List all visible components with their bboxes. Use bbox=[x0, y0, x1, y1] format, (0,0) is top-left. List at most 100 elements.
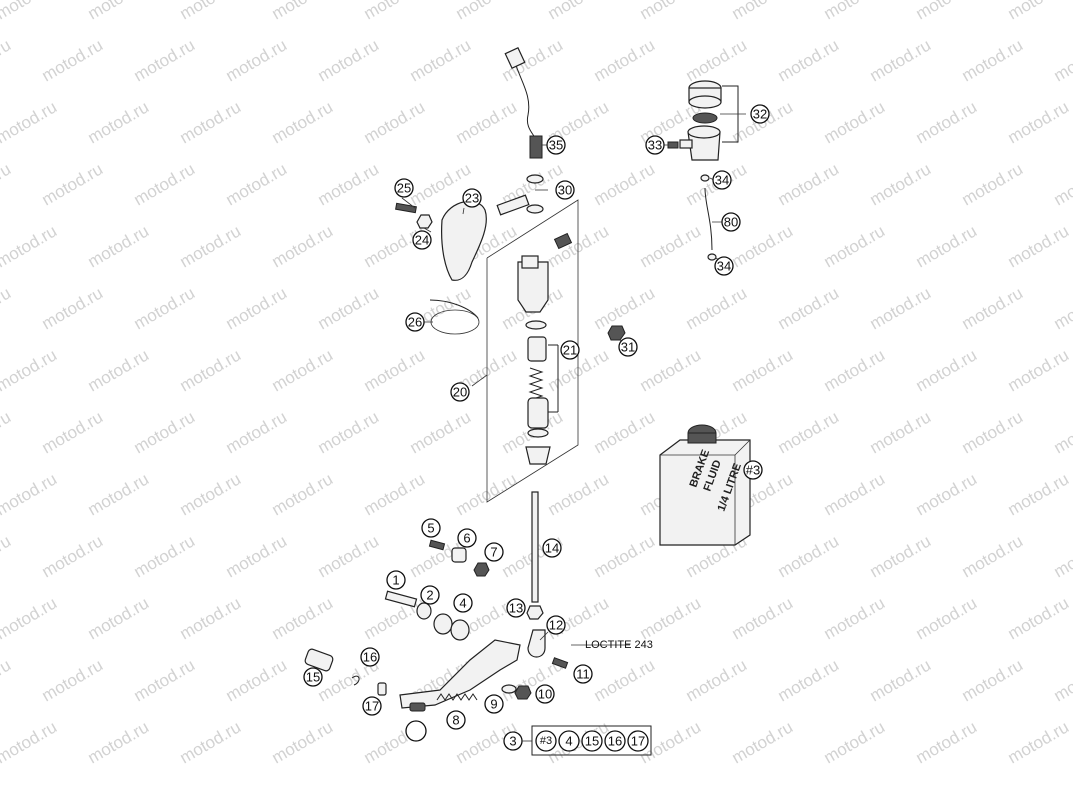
fluid-reservoir bbox=[679, 80, 722, 161]
kit-item-4[interactable]: 4 bbox=[558, 730, 580, 752]
callout-22[interactable]: 23 bbox=[462, 188, 482, 208]
callout-11[interactable]: 11 bbox=[573, 664, 593, 684]
callout-16[interactable]: 16 bbox=[360, 647, 380, 667]
kit-item-pedal[interactable]: #3 bbox=[535, 730, 557, 752]
piston-spring bbox=[528, 367, 544, 401]
callout-6[interactable]: 6 bbox=[457, 528, 477, 548]
hose-clamp-bottom bbox=[707, 253, 717, 261]
callout-25[interactable]: 26 bbox=[405, 312, 425, 332]
washer-9 bbox=[501, 684, 517, 694]
callout-17[interactable]: 17 bbox=[362, 696, 382, 716]
svg-text:6: 6 bbox=[463, 531, 470, 546]
piston bbox=[527, 397, 549, 429]
piston-sleeve bbox=[527, 336, 547, 362]
bolt-1 bbox=[384, 590, 418, 608]
brake-fluid-can: BRAKE FLUID 1/4 LITRE bbox=[659, 424, 751, 546]
svg-text:15: 15 bbox=[585, 734, 599, 749]
pedal-tip-15 bbox=[304, 648, 334, 672]
callout-30[interactable]: 30 bbox=[555, 180, 575, 200]
callout-13[interactable]: 13 bbox=[506, 598, 526, 618]
callout-31[interactable]: 35 bbox=[546, 135, 566, 155]
svg-text:35: 35 bbox=[549, 138, 563, 153]
svg-text:#3: #3 bbox=[746, 463, 760, 478]
brake-light-switch bbox=[504, 46, 543, 159]
svg-text:4: 4 bbox=[565, 734, 572, 749]
push-rod-14 bbox=[531, 491, 539, 603]
washer-2 bbox=[416, 602, 432, 620]
callout-20[interactable]: 20 bbox=[450, 382, 470, 402]
callout-15[interactable]: 15 bbox=[303, 667, 323, 687]
callout-35[interactable]: 80 bbox=[721, 212, 741, 232]
bearing-4a bbox=[433, 613, 453, 635]
callout-12[interactable]: 12 bbox=[546, 615, 566, 635]
svg-text:26: 26 bbox=[408, 315, 422, 330]
svg-text:17: 17 bbox=[365, 699, 379, 714]
o-ring-upper bbox=[526, 174, 544, 184]
callout-10[interactable]: 10 bbox=[535, 684, 555, 704]
callout-34-top[interactable]: 34 bbox=[712, 170, 732, 190]
piston-cup bbox=[525, 446, 551, 465]
kit-number-callout[interactable]: 3 bbox=[503, 731, 523, 751]
callout-80[interactable]: #3 bbox=[743, 460, 763, 480]
callout-26[interactable]: 31 bbox=[618, 337, 638, 357]
svg-text:80: 80 bbox=[724, 215, 738, 230]
callout-24[interactable]: 25 bbox=[394, 178, 414, 198]
svg-text:24: 24 bbox=[415, 233, 429, 248]
svg-text:13: 13 bbox=[509, 601, 523, 616]
callout-23[interactable]: 24 bbox=[412, 230, 432, 250]
nut-13 bbox=[526, 605, 544, 620]
svg-text:32: 32 bbox=[753, 107, 767, 122]
callout-pedal-3[interactable] bbox=[405, 720, 427, 742]
loctite-note: LOCTITE 243 bbox=[585, 639, 653, 651]
svg-text:7: 7 bbox=[490, 545, 497, 560]
svg-text:17: 17 bbox=[631, 734, 645, 749]
kit-box bbox=[531, 725, 652, 756]
svg-text:9: 9 bbox=[490, 697, 497, 712]
svg-text:#3: #3 bbox=[540, 735, 552, 747]
callout-5[interactable]: 5 bbox=[421, 518, 441, 538]
kit-item-15[interactable]: 15 bbox=[581, 730, 603, 752]
callout-32[interactable]: 32 bbox=[750, 104, 770, 124]
svg-text:1: 1 bbox=[392, 573, 399, 588]
master-cylinder-body bbox=[517, 232, 573, 313]
cylinder-group-frame bbox=[486, 199, 579, 503]
kit-item-16[interactable]: 16 bbox=[604, 730, 626, 752]
bolt-11 bbox=[551, 657, 569, 669]
svg-text:4: 4 bbox=[459, 596, 466, 611]
nut-10 bbox=[514, 685, 532, 700]
callout-2[interactable]: 2 bbox=[420, 585, 440, 605]
svg-text:5: 5 bbox=[427, 521, 434, 536]
callout-34-bottom[interactable]: 34 bbox=[714, 256, 734, 276]
svg-text:33: 33 bbox=[648, 138, 662, 153]
svg-text:15: 15 bbox=[306, 670, 320, 685]
seal-ring bbox=[525, 320, 547, 330]
kit-row: 3 #3 4 15 16 17 bbox=[503, 725, 652, 756]
svg-text:10: 10 bbox=[538, 687, 552, 702]
svg-text:2: 2 bbox=[426, 588, 433, 603]
callout-7[interactable]: 7 bbox=[484, 542, 504, 562]
callout-4[interactable]: 4 bbox=[453, 593, 473, 613]
svg-text:34: 34 bbox=[715, 173, 729, 188]
kit-item-17[interactable]: 17 bbox=[627, 730, 649, 752]
callout-21[interactable]: 21 bbox=[560, 340, 580, 360]
hose-35 bbox=[704, 187, 713, 251]
svg-text:16: 16 bbox=[608, 734, 622, 749]
return-spring-8 bbox=[436, 693, 478, 701]
svg-text:14: 14 bbox=[545, 541, 559, 556]
svg-text:23: 23 bbox=[465, 191, 479, 206]
callout-1[interactable]: 1 bbox=[386, 570, 406, 590]
nut-7 bbox=[473, 562, 490, 577]
connector-fitting bbox=[496, 194, 530, 216]
clip-16 bbox=[351, 675, 360, 686]
bearing-4b bbox=[450, 619, 470, 641]
svg-text:3: 3 bbox=[509, 734, 516, 749]
callout-8[interactable]: 8 bbox=[446, 710, 466, 730]
callout-9[interactable]: 9 bbox=[484, 694, 504, 714]
piston-seal bbox=[527, 428, 549, 438]
callout-14[interactable]: 14 bbox=[542, 538, 562, 558]
clevis-12 bbox=[527, 629, 546, 658]
svg-text:34: 34 bbox=[717, 259, 731, 274]
callout-33[interactable]: 33 bbox=[645, 135, 665, 155]
